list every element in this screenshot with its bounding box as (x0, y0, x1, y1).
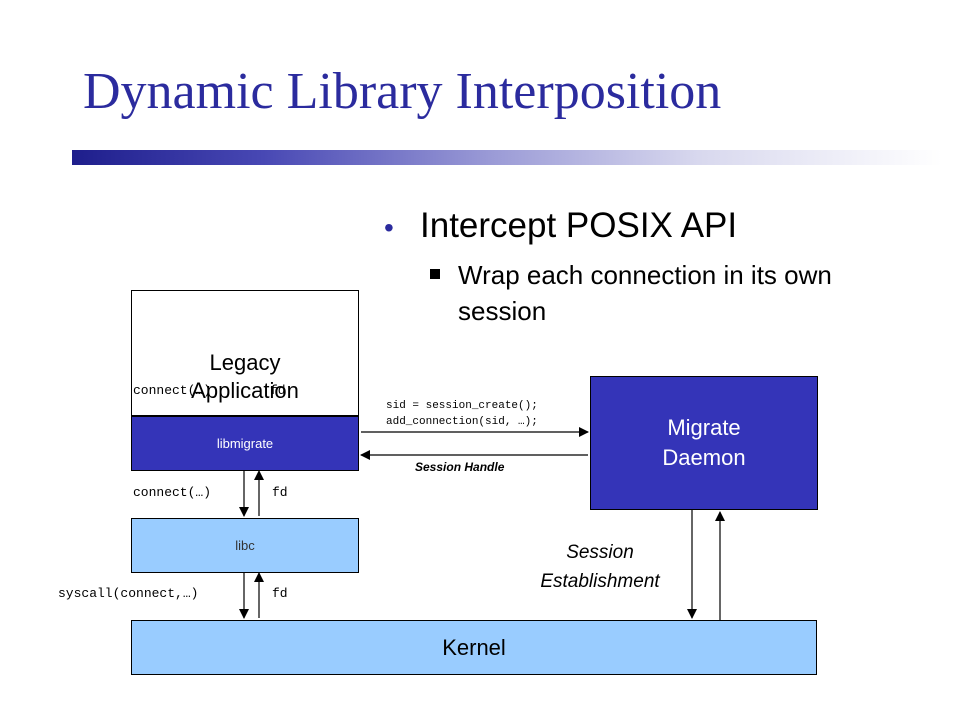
libc-label: libc (235, 538, 255, 553)
sub-bullet: Wrap each connection in its own session (458, 260, 832, 326)
connect-middle-label: connect(…) (133, 485, 212, 500)
session-establishment-label: Session Establishment (520, 538, 680, 596)
code-line-2: add_connection(sid, …); (386, 416, 538, 428)
daemon-line-1: Migrate (667, 415, 741, 440)
libc-box: libc (131, 518, 359, 573)
main-bullet: Intercept POSIX API (420, 206, 738, 245)
fd-middle-label: fd (272, 485, 288, 500)
bullet-marker: • (384, 212, 394, 243)
libmigrate-box: libmigrate (131, 416, 359, 471)
legacy-line-1: Legacy (209, 350, 281, 375)
code-line-1: sid = session_create(); (386, 400, 538, 412)
establish-line-2: Establishment (540, 571, 660, 592)
daemon-line-2: Daemon (662, 445, 746, 470)
legacy-line-2: Application (191, 378, 299, 403)
kernel-box: Kernel (131, 620, 817, 675)
establish-line-1: Session (566, 542, 634, 563)
syscall-label: syscall(connect,…) (58, 586, 199, 601)
session-handle-label: Session Handle (415, 460, 505, 474)
libmigrate-label: libmigrate (216, 436, 274, 451)
sub-bullet-square-icon (430, 269, 440, 279)
fd-upper-label: fd (270, 383, 286, 398)
fd-lower-label: fd (272, 586, 288, 601)
title-underline-bar (72, 150, 942, 165)
connect-upper-label: connect(…) (133, 383, 212, 398)
slide-title: Dynamic Library Interposition (83, 63, 722, 120)
kernel-label: Kernel (442, 634, 506, 660)
